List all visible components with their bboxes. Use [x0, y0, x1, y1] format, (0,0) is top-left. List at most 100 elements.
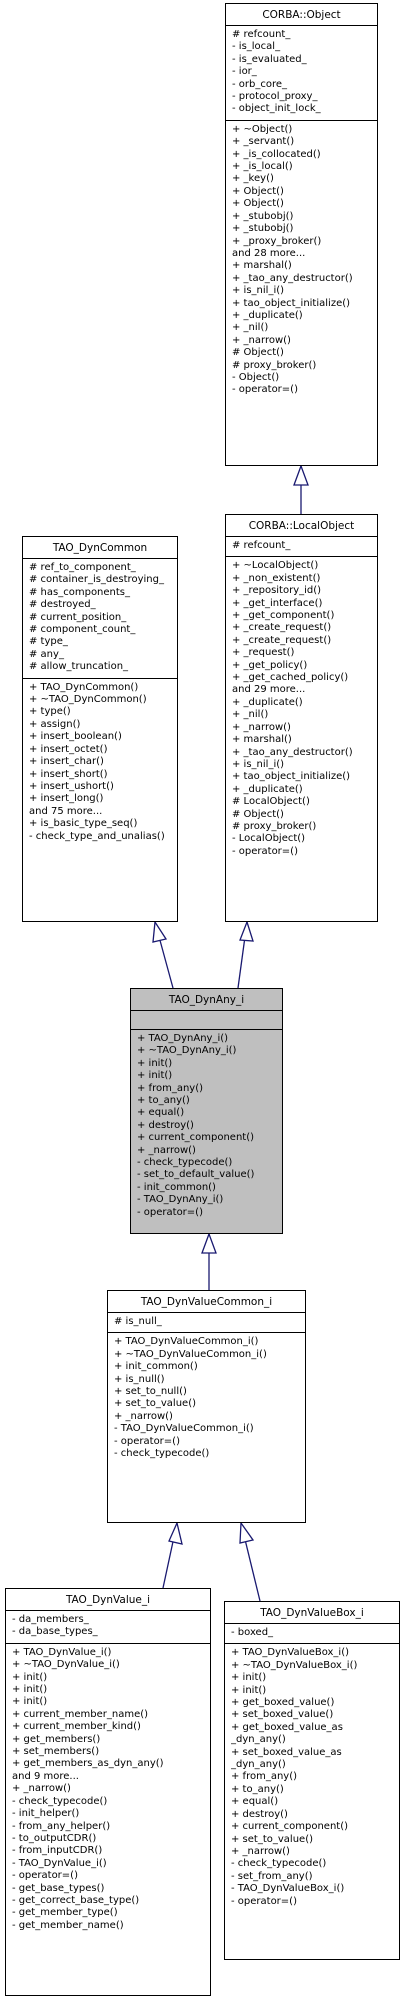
method-item: # LocalObject() — [232, 796, 310, 808]
method-item: + ~TAO_DynCommon() — [29, 694, 147, 706]
method-list: + TAO_DynCommon()+ ~TAO_DynCommon()+ typ… — [23, 677, 177, 847]
method-item: + _duplicate() — [232, 783, 303, 795]
method-item: + _repository_id() — [232, 585, 322, 597]
method-item: - get_correct_base_type() — [12, 1894, 140, 1906]
method-list: + TAO_DynValueCommon_i()+ ~TAO_DynValueC… — [108, 1332, 305, 1464]
method-item: + _non_existent() — [232, 572, 321, 584]
method-item: and 75 more... — [29, 805, 103, 817]
attribute-item: # type_ — [29, 636, 68, 648]
method-item: + is_basic_type_seq() — [29, 818, 138, 830]
attribute-list: # refcount_- is_local_- is_evaluated_- i… — [226, 26, 377, 120]
method-item: - init_common() — [137, 1181, 216, 1193]
method-item: - from_inputCDR() — [12, 1845, 103, 1857]
method-item: and 28 more... — [232, 247, 306, 259]
attribute-item: - ior_ — [232, 66, 257, 78]
method-item: + assign() — [29, 718, 81, 730]
class-title: TAO_DynCommon — [23, 537, 177, 559]
method-item: + is_nil_i() — [232, 758, 285, 770]
attribute-item: # is_null_ — [114, 1316, 162, 1327]
method-item: + _stubobj() — [232, 210, 294, 222]
method-item: + _tao_any_destructor() — [232, 746, 353, 758]
method-item: + _narrow() — [114, 1410, 173, 1422]
method-item: - set_to_default_value() — [137, 1169, 255, 1181]
method-item: + set_members() — [12, 1746, 100, 1758]
method-item: + _is_local() — [232, 161, 293, 173]
method-item: + TAO_DynValueCommon_i() — [114, 1336, 259, 1348]
class-tao-dyncommon[interactable]: TAO_DynCommon # ref_to_component_# conta… — [22, 536, 178, 922]
attribute-item: - protocol_proxy_ — [232, 91, 318, 103]
attribute-item: # allow_truncation_ — [29, 661, 129, 673]
method-item: + TAO_DynCommon() — [29, 681, 139, 693]
method-item: + insert_short() — [29, 768, 108, 780]
method-item: + set_to_value() — [114, 1398, 196, 1410]
attribute-list: # refcount_ — [226, 537, 377, 556]
method-item: - operator=() — [232, 845, 298, 857]
method-item: + from_any() — [137, 1082, 204, 1094]
method-item: + destroy() — [137, 1119, 194, 1131]
method-item: + current_component() — [137, 1132, 255, 1144]
attribute-item: - is_evaluated_ — [232, 53, 307, 65]
attribute-item: # refcount_ — [232, 29, 291, 40]
method-item: - operator=() — [12, 1870, 78, 1882]
method-item: + _servant() — [232, 136, 295, 148]
method-item: - check_typecode() — [114, 1448, 210, 1460]
attribute-list: - da_members_- da_base_types_ — [6, 1611, 210, 1643]
method-item: + insert_octet() — [29, 743, 108, 755]
method-item: + from_any() — [231, 1771, 298, 1783]
method-item: + _get_interface() — [232, 597, 323, 609]
class-corba-object[interactable]: CORBA::Object # refcount_- is_local_- is… — [225, 3, 378, 466]
method-item: # proxy_broker() — [232, 359, 317, 371]
method-item: - TAO_DynAny_i() — [137, 1194, 224, 1206]
method-item: + set_to_value() — [231, 1833, 313, 1845]
class-tao-dynvaluebox-i[interactable]: TAO_DynValueBox_i - boxed_ + TAO_DynValu… — [224, 1601, 400, 1960]
method-item: + _narrow() — [137, 1144, 196, 1156]
method-item: + get_members_as_dyn_any() — [12, 1758, 164, 1770]
method-item: + TAO_DynValueBox_i() — [231, 1647, 350, 1659]
attribute-item: # ref_to_component_ — [29, 562, 136, 573]
method-item: # Object() — [232, 347, 284, 359]
method-item: + ~Object() — [232, 123, 293, 135]
method-item: + _get_policy() — [232, 659, 308, 671]
attribute-item: - da_base_types_ — [12, 1626, 98, 1638]
method-item: + insert_long() — [29, 793, 104, 805]
method-item: + _duplicate() — [232, 309, 303, 321]
method-list: + TAO_DynValue_i()+ ~TAO_DynValue_i()+ i… — [6, 1642, 210, 1936]
method-item: + _duplicate() — [232, 696, 303, 708]
method-item: + is_nil_i() — [232, 285, 285, 297]
class-tao-dynvaluecommon-i[interactable]: TAO_DynValueCommon_i # is_null_ + TAO_Dy… — [107, 1290, 306, 1523]
method-item: + init() — [231, 1684, 267, 1696]
attribute-item: - object_init_lock_ — [232, 103, 321, 115]
method-item: - TAO_DynValueBox_i() — [231, 1883, 345, 1895]
attribute-item: - da_members_ — [12, 1614, 89, 1625]
method-item: + ~TAO_DynValueBox_i() — [231, 1659, 358, 1671]
class-title: TAO_DynAny_i — [131, 989, 282, 1011]
attribute-item: # any_ — [29, 648, 64, 660]
class-title: TAO_DynValueCommon_i — [108, 1291, 305, 1313]
edge-dynany-to-localobject — [237, 920, 254, 989]
class-corba-localobject[interactable]: CORBA::LocalObject # refcount_ + ~LocalO… — [225, 514, 378, 922]
method-item: - get_member_type() — [12, 1907, 118, 1919]
class-tao-dynany-i[interactable]: TAO_DynAny_i + TAO_DynAny_i()+ ~TAO_DynA… — [130, 988, 283, 1234]
method-item: + _narrow() — [232, 334, 291, 346]
attribute-item: # component_count_ — [29, 624, 136, 636]
method-item: + init_common() — [114, 1361, 198, 1373]
method-item: and 9 more... — [12, 1770, 79, 1782]
method-item: + _narrow() — [231, 1845, 290, 1857]
method-item: + _get_cached_policy() — [232, 672, 349, 684]
method-item: + set_boxed_value() — [231, 1709, 334, 1721]
method-item: + ~TAO_DynAny_i() — [137, 1045, 237, 1057]
method-item: - operator=() — [114, 1435, 180, 1447]
method-item: + equal() — [137, 1107, 185, 1119]
attribute-item: - orb_core_ — [232, 78, 288, 90]
method-item: + marshal() — [232, 260, 292, 272]
method-item: + ~LocalObject() — [232, 560, 319, 572]
method-item: + _proxy_broker() — [232, 235, 322, 247]
method-item: + ~TAO_DynValueCommon_i() — [114, 1348, 267, 1360]
method-item: + insert_char() — [29, 756, 104, 768]
class-tao-dynvalue-i[interactable]: TAO_DynValue_i - da_members_- da_base_ty… — [5, 1588, 211, 1996]
method-item: - check_typecode() — [231, 1858, 327, 1870]
method-item: + _nil() — [232, 322, 269, 334]
method-item: - operator=() — [232, 384, 298, 396]
